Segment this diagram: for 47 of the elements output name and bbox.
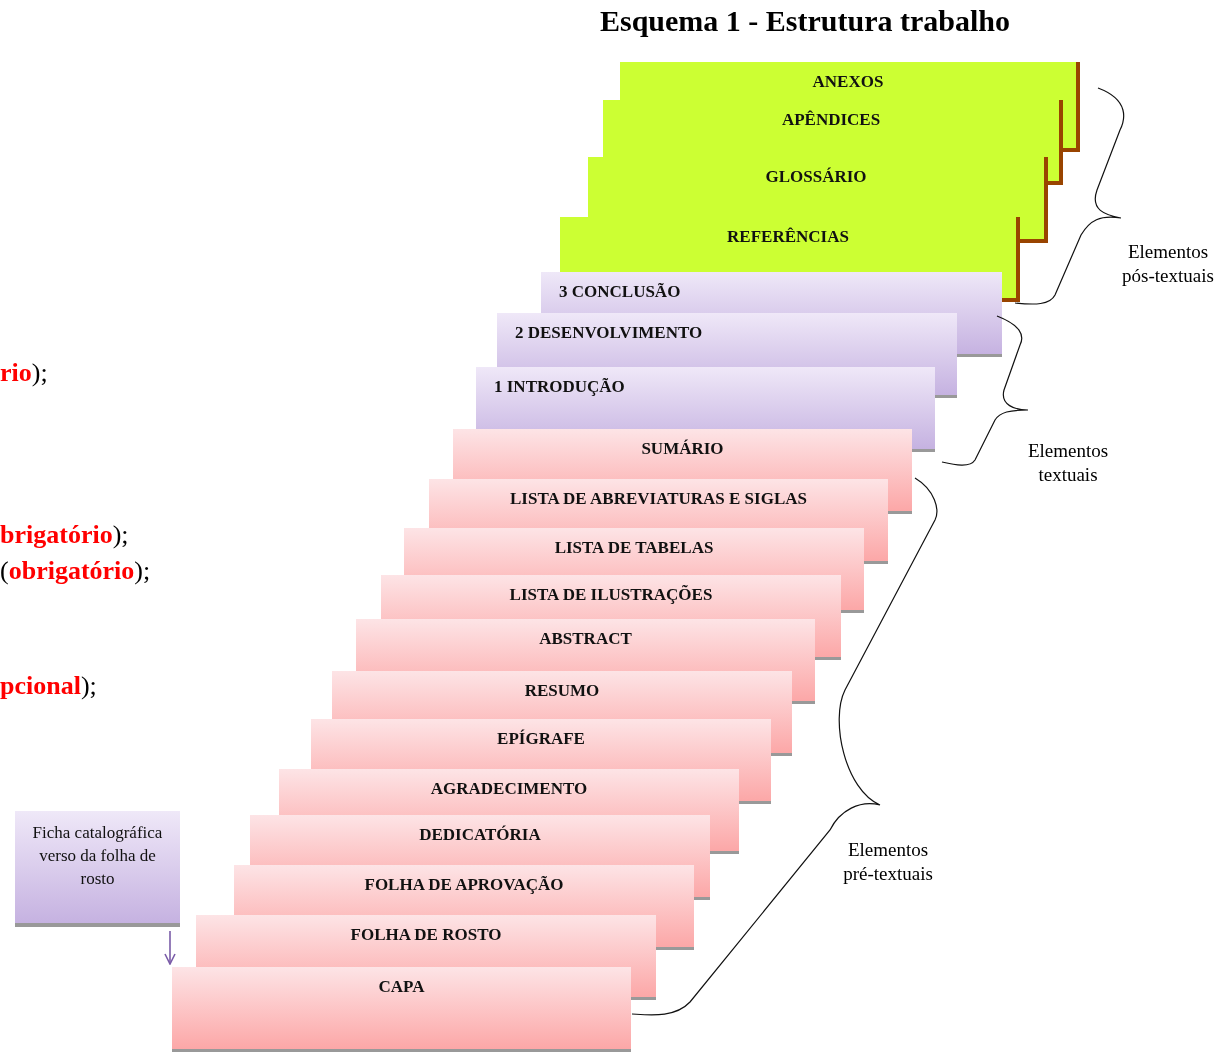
page-title: REFERÊNCIAS — [726, 227, 850, 247]
page-title: ABSTRACT — [538, 629, 633, 649]
text-fragment: (obrigatório); — [0, 556, 151, 586]
note-box — [15, 811, 180, 927]
bracket-label: Elementos pré-textuais — [842, 838, 934, 886]
page-box — [196, 915, 656, 967]
page-title: LISTA DE ABREVIATURAS E SIGLAS — [509, 489, 808, 509]
page-box — [429, 479, 888, 528]
page-title: 3 CONCLUSÃO — [558, 282, 682, 302]
page-box — [332, 671, 792, 719]
page-title: AGRADECIMENTO — [429, 779, 589, 799]
page-title: CAPA — [377, 977, 426, 997]
text-fragment: rio); — [0, 358, 48, 388]
page-box — [560, 217, 1020, 272]
page-title: LISTA DE ILUSTRAÇÕES — [508, 585, 714, 605]
page-box — [311, 719, 771, 769]
page-title: SUMÁRIO — [640, 439, 725, 459]
page-title: FOLHA DE APROVAÇÃO — [363, 875, 565, 895]
page-box — [404, 528, 864, 575]
page-box — [250, 815, 710, 865]
page-title: ANEXOS — [811, 72, 885, 92]
bracket-label: Elementos textuais — [1026, 439, 1110, 487]
page-title: 2 DESENVOLVIMENTO — [514, 323, 704, 343]
page-title: GLOSSÁRIO — [764, 167, 868, 187]
page-box — [172, 967, 631, 1052]
page-box — [453, 429, 912, 479]
page-box — [381, 575, 841, 619]
page-box — [234, 865, 694, 915]
page-title: FOLHA DE ROSTO — [349, 925, 503, 945]
arrow — [164, 930, 176, 965]
text-fragment: brigatório); — [0, 520, 129, 550]
page-box — [497, 313, 957, 367]
page-title: Ficha catalográfica verso da folha de rosto — [31, 822, 164, 890]
page-box — [356, 619, 815, 671]
page-title: DEDICATÓRIA — [418, 825, 542, 845]
page-box — [541, 272, 1002, 313]
page-title: RESUMO — [523, 681, 601, 701]
page-box — [279, 769, 739, 815]
page-box — [476, 367, 935, 429]
diagram-title: Esquema 1 - Estrutura trabalho — [599, 4, 1011, 38]
page-title: APÊNDICES — [780, 110, 882, 130]
text-fragment: pcional); — [0, 671, 97, 701]
page-title: LISTA DE TABELAS — [553, 538, 715, 558]
page-title: EPÍGRAFE — [496, 729, 586, 749]
page-title: 1 INTRODUÇÃO — [493, 377, 626, 397]
page-box — [620, 62, 1080, 100]
bracket-label: Elementos pós-textuais — [1121, 240, 1215, 288]
